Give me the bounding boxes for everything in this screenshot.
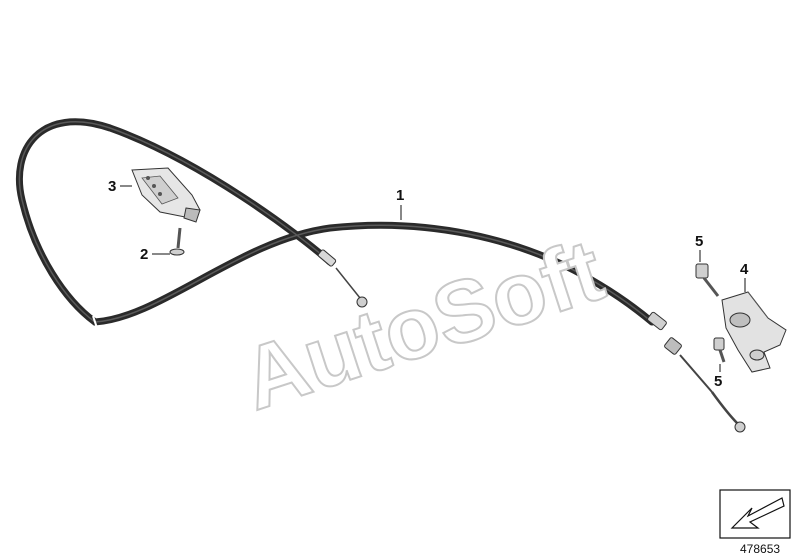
cable-end-left [317,249,368,308]
callout-2: 2 [140,246,148,263]
callout-3: 3 [108,178,116,195]
callout-1: 1 [396,187,404,204]
callout-4: 4 [740,261,749,278]
watermark-text: AutoSoft [230,220,614,429]
bolt-bottom [713,337,726,363]
nav-arrow-box[interactable] [719,489,791,539]
bracket [131,167,201,223]
cable-break-mark [92,315,98,329]
callout-5-top: 5 [695,233,703,250]
cable-holder [721,291,787,373]
callouts: 1 3 2 4 5 5 [108,178,749,390]
cable-assembly [15,118,746,433]
arrow-down-left-icon [730,497,785,529]
diagram-id: 478653 [740,542,780,556]
bolt-top [695,263,720,297]
callout-5-bottom: 5 [714,373,722,390]
cable-end-right [647,311,746,433]
screw [169,227,185,256]
